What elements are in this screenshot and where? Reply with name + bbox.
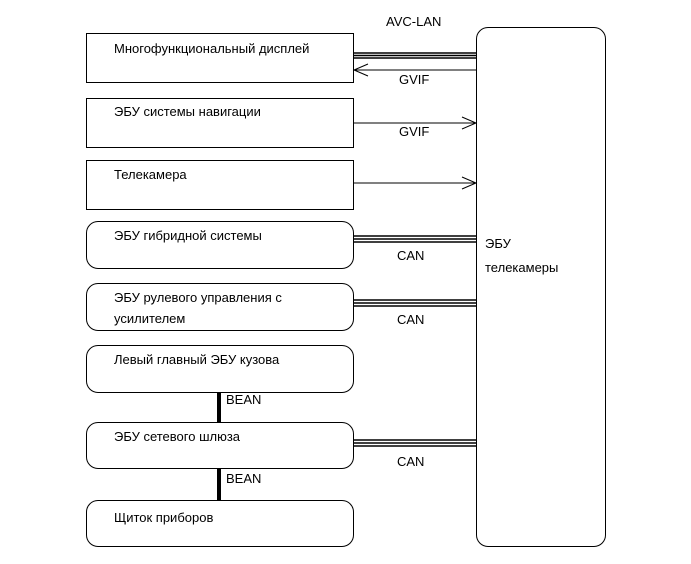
can-gateway-label: CAN	[397, 454, 425, 469]
instrument-cluster-label: Щиток приборов	[114, 510, 214, 525]
can-steering-label: CAN	[397, 312, 425, 327]
bean-label-2: BEAN	[226, 471, 262, 486]
navigation-ecu-label: ЭБУ системы навигации	[114, 104, 261, 119]
camera-label: Телекамера	[114, 167, 187, 182]
camera-ecu-box: ЭБУ телекамеры	[476, 27, 606, 547]
hybrid-ecu-label: ЭБУ гибридной системы	[114, 228, 262, 243]
multifunction-display-label: Многофункциональный дисплей	[114, 41, 310, 56]
gvif-display-arrow	[352, 63, 476, 77]
multifunction-display-box: Многофункциональный дисплей	[86, 33, 354, 83]
can-hybrid-lines	[354, 235, 476, 243]
gateway-ecu-label: ЭБУ сетевого шлюза	[114, 429, 241, 444]
navigation-ecu-box: ЭБУ системы навигации	[86, 98, 354, 148]
gvif-nav-label: GVIF	[399, 124, 430, 139]
gvif-nav-arrow	[354, 116, 478, 130]
power-steering-ecu-label-line1: ЭБУ рулевого управления с	[114, 290, 282, 305]
bean-label-1: BEAN	[226, 392, 262, 407]
power-steering-ecu-box: ЭБУ рулевого управления с усилителем	[86, 283, 354, 331]
hybrid-ecu-box: ЭБУ гибридной системы	[86, 221, 354, 269]
gateway-ecu-box: ЭБУ сетевого шлюза	[86, 422, 354, 469]
gvif-display-label: GVIF	[399, 72, 430, 87]
avc-lan-bus-lines	[354, 52, 476, 59]
camera-video-arrow	[354, 176, 478, 190]
body-ecu-label: Левый главный ЭБУ кузова	[114, 352, 280, 367]
can-gateway-lines	[354, 439, 476, 447]
power-steering-ecu-label-line2: усилителем	[114, 311, 186, 326]
can-steering-lines	[354, 299, 476, 307]
body-ecu-box: Левый главный ЭБУ кузова	[86, 345, 354, 393]
camera-ecu-label-line1: ЭБУ	[485, 236, 511, 251]
camera-box: Телекамера	[86, 160, 354, 210]
camera-ecu-label-line2: телекамеры	[485, 260, 559, 275]
can-hybrid-label: CAN	[397, 248, 425, 263]
avc-lan-label: AVC-LAN	[386, 14, 442, 29]
instrument-cluster-box: Щиток приборов	[86, 500, 354, 547]
